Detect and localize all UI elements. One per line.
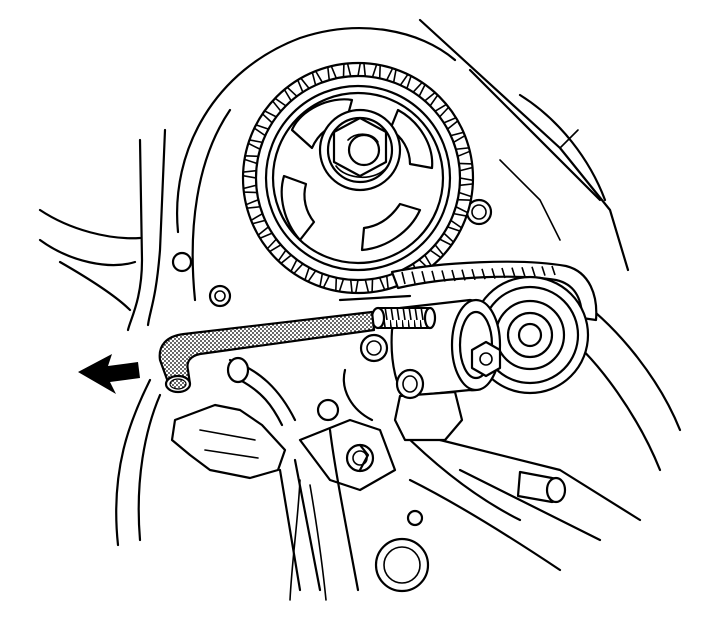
sprocket-tooth <box>458 162 474 172</box>
belt-tooth <box>501 267 506 279</box>
belt-tooth <box>441 270 446 282</box>
sprocket-tooth <box>261 109 277 124</box>
sprocket-tooth <box>386 67 397 83</box>
sprocket-tooth <box>326 65 338 81</box>
sprocket-tooth <box>303 267 317 283</box>
sprocket-tooth <box>266 238 282 253</box>
sprocket-tooth <box>457 191 473 202</box>
sprocket-tooth <box>429 244 445 259</box>
belt-tooth <box>551 265 556 276</box>
sprocket-tooth <box>450 131 466 144</box>
sprocket-tooth <box>453 206 469 217</box>
belt-tooth <box>471 268 476 281</box>
sprocket-tooth <box>257 226 273 240</box>
belt-tooth <box>511 267 516 278</box>
sprocket-tooth <box>277 249 292 265</box>
sprocket-tooth <box>271 97 287 112</box>
belt-tooth <box>491 268 496 279</box>
belt-tooth <box>541 266 546 276</box>
belt-tooth <box>521 266 526 278</box>
sprocket-tooth <box>399 73 413 89</box>
sprocket-tooth <box>242 169 257 179</box>
sprocket-tooth <box>289 259 304 275</box>
sprocket-tooth <box>342 62 352 78</box>
belt-tooth <box>451 269 456 282</box>
sprocket-tooth <box>439 232 455 247</box>
sprocket-tooth <box>311 70 324 86</box>
sprocket-tooth <box>371 63 382 79</box>
sprocket-tooth <box>364 278 374 294</box>
belt-tooth <box>401 271 406 285</box>
sprocket-tooth <box>296 77 310 93</box>
belt-tooth <box>531 266 536 277</box>
sprocket-tooth <box>283 86 298 102</box>
sprocket-tooth <box>349 279 359 294</box>
engine-housing <box>38 18 682 601</box>
camshaft-sprocket-icon <box>241 61 475 295</box>
timing-belt <box>390 260 598 322</box>
sprocket-tooth <box>412 81 427 97</box>
sprocket-tooth <box>447 219 463 233</box>
sprocket-tooth <box>250 212 266 225</box>
sprocket-tooth <box>443 116 459 130</box>
hex-wrench-icon <box>158 310 376 394</box>
direction-arrow-icon <box>78 354 140 394</box>
sprocket-tooth <box>242 184 258 194</box>
tensioner-body <box>338 294 502 442</box>
belt-tooth <box>431 270 436 283</box>
sprocket-tooth <box>243 154 259 165</box>
sprocket-tooth <box>319 273 330 289</box>
sprocket-tooth <box>253 123 269 137</box>
sprocket-tooth <box>424 91 439 107</box>
sprocket-tooth <box>455 146 471 158</box>
sprocket-tooth <box>357 62 367 77</box>
sprocket-tooth <box>247 139 263 150</box>
sprocket-tooth <box>459 177 474 187</box>
belt-tooth <box>481 268 486 280</box>
belt-tooth <box>461 269 466 281</box>
sprocket-tooth <box>378 275 390 291</box>
sprocket-tooth <box>334 277 345 293</box>
belt-tooth <box>411 271 416 284</box>
belt-tooth <box>421 270 426 284</box>
sprocket-tooth <box>434 103 450 118</box>
sprocket-tooth <box>245 198 261 210</box>
